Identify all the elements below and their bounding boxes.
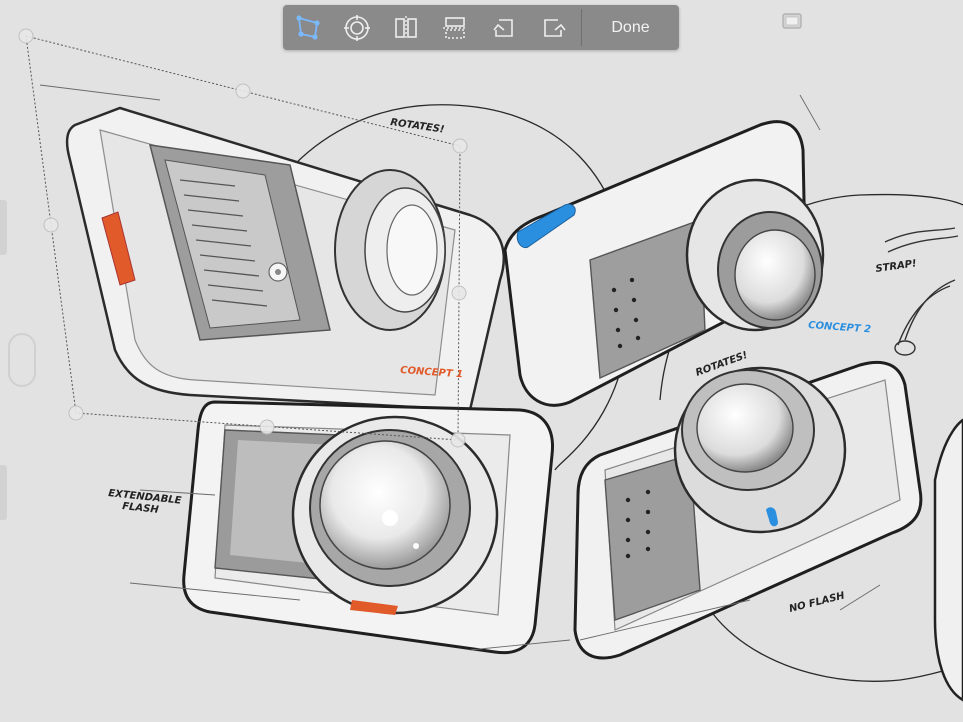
brush-opacity-slider[interactable] [0,465,7,520]
sketch-strap [884,227,959,356]
construction-lines [39,84,881,651]
sketch-camera-front [182,400,555,655]
sketch-camera-back [65,106,505,412]
tool-rotate-right[interactable] [528,5,577,50]
transform-handle-left-mid[interactable] [43,217,59,233]
transform-handle-bottom-mid[interactable] [259,419,275,435]
transform-selection[interactable] [18,28,468,448]
transform-handle-top-left[interactable] [18,28,34,44]
brush-size-slider[interactable] [0,200,7,255]
transform-handle-bottom-left[interactable] [68,405,84,421]
modify-button[interactable] [8,333,36,387]
tool-rotate-left[interactable] [479,5,528,50]
sketch-camera-concept-2-bottom [573,360,963,702]
tool-flip-horizontal[interactable] [381,5,430,50]
done-button[interactable]: Done [611,18,650,36]
layers-icon[interactable] [782,13,802,29]
toolbar-divider [581,9,582,46]
flip-horizontal-icon [394,15,417,40]
transform-handle-right-mid[interactable] [451,285,467,301]
transform-handle-bottom-right[interactable] [450,432,466,448]
annotation-concept-1: CONCEPT 1 [400,365,464,380]
tool-flip-vertical[interactable] [430,5,479,50]
transform-handle-top-mid[interactable] [235,83,251,99]
annotation-extendable-flash-2: FLASH [122,501,160,516]
tool-rotate[interactable] [332,5,381,50]
annotation-rotates-1: ROTATES! [390,117,445,135]
flip-vertical-icon [442,16,467,39]
transform-handle-top-right[interactable] [452,138,468,154]
annotation-concept-2: CONCEPT 2 [808,320,872,335]
annotation-strap: STRAP! [875,258,917,275]
rotate-right-icon [543,18,566,37]
perspective-distort-icon [295,14,320,40]
sketch-camera-concept-2-top [503,120,825,407]
tool-free-transform[interactable] [283,5,332,50]
rotate-target-icon [343,14,370,41]
annotation-no-flash: NO FLASH [788,590,846,615]
rotate-left-icon [492,18,513,37]
transform-toolbar: Done [283,5,679,50]
